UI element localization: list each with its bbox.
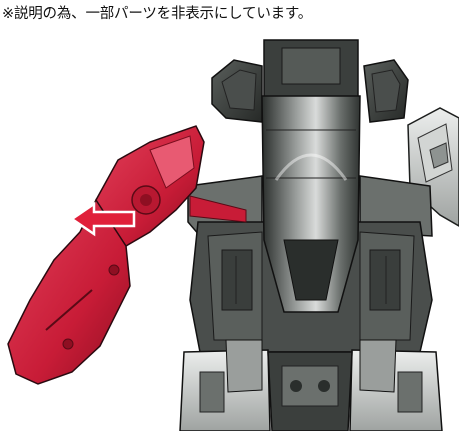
torso-body	[179, 59, 443, 431]
nose-cone	[261, 39, 361, 313]
removal-arrow-icon	[69, 201, 136, 237]
caption-note: ※説明の為、一部パーツを非表示にしています。	[2, 6, 313, 22]
